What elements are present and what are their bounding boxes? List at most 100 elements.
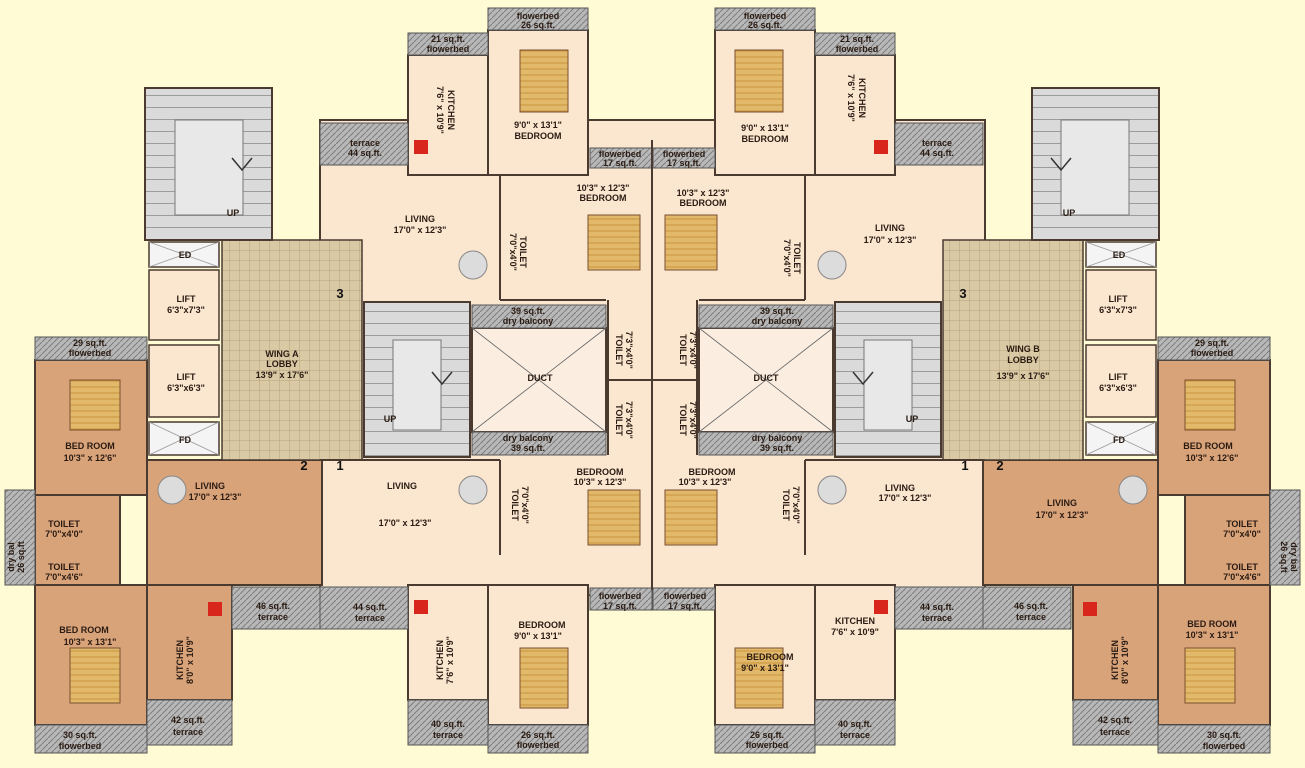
label-living-bl: LIVING — [387, 481, 417, 491]
label-bedroom-dim-tl: 9'0" x 13'1" — [514, 120, 562, 130]
label-bedroom-cl: BEDROOM — [580, 193, 627, 203]
dining-tables — [157, 250, 1148, 505]
label-up-tr: UP — [1063, 208, 1076, 218]
label-lift-dim-l1: 6'3"x7'3" — [167, 305, 205, 315]
label-kitchen-tl: KITCHEN — [446, 90, 456, 130]
label-bedroom-tr: BEDROOM — [742, 134, 789, 144]
label-bedroom-dim-r1: 10'3" x 12'6" — [1186, 453, 1239, 463]
label-ed-r: ED — [1113, 250, 1126, 260]
label-bedroom-dim-bl: 9'0" x 13'1" — [514, 631, 562, 641]
label-living-dim-mr: 17'0" x 12'3" — [1036, 510, 1089, 520]
label-drybal-r: dry bal — [1289, 542, 1299, 572]
label-bedroom-r1: BED ROOM — [1183, 441, 1233, 451]
label-toilet-dim-br: 7'0"x4'0" — [791, 486, 801, 524]
label-29sqft-r: 29 sq.ft. — [1195, 338, 1229, 348]
label-lift-r1: LIFT — [1109, 294, 1128, 304]
label-living-dim-tl: 17'0" x 12'3" — [394, 225, 447, 235]
label-bedroom-dim-tr: 9'0" x 13'1" — [741, 123, 789, 133]
label-21sqft-l: 21 sq.ft. — [431, 34, 465, 44]
label-26sqft-bl: 26 sq.ft. — [521, 730, 555, 740]
label-kitchen-dim-l: 8'0" x 10'9" — [185, 636, 195, 684]
label-21sqft-r: 21 sq.ft. — [840, 34, 874, 44]
label-bedroom-dim-bcl: 10'3" x 12'3" — [574, 477, 627, 487]
label-flowerbed-26-br: flowerbed — [746, 740, 789, 750]
label-toilet-dim-cl1: 7'3"x4'0" — [624, 331, 634, 369]
label-flowerbed-30-r: flowerbed — [1203, 741, 1246, 751]
label-flowerbed-17-tr: flowerbed — [663, 149, 706, 159]
label-flowerbed-17-tl: flowerbed — [599, 149, 642, 159]
label-kitchen-br: KITCHEN — [835, 616, 875, 626]
label-kitchen-dim-br: 7'6" x 10'9" — [831, 627, 879, 637]
label-toilet-dim-tr: 7'0"x4'0" — [782, 239, 792, 277]
label-fd-r: FD — [1113, 435, 1125, 445]
label-living-br: LIVING — [885, 483, 915, 493]
label-39sqft-tl: 39 sq.ft. — [511, 306, 545, 316]
label-17sqft-tr: 17 sq.ft. — [667, 158, 701, 168]
label-17sqft-bl: 17 sq.ft. — [603, 601, 637, 611]
label-42sqft-l: 42 sq.ft. — [171, 715, 205, 725]
label-terrace-42-r: terrace — [1100, 727, 1130, 737]
label-lift-dim-l2: 6'3"x6'3" — [167, 383, 205, 393]
toilets-left — [34, 494, 121, 586]
lift-right-1 — [1085, 269, 1157, 341]
label-lift-dim-r2: 6'3"x6'3" — [1099, 383, 1137, 393]
label-toilet-dim-tl: 7'0"x4'0" — [508, 233, 518, 271]
label-terrace-42-l: terrace — [173, 727, 203, 737]
interior-walls — [320, 140, 985, 590]
label-toilet-dim-bl: 7'0"x4'0" — [520, 486, 530, 524]
wing-b-lobby-area — [942, 239, 1084, 461]
label-46sqft-l: 46 sq.ft. — [256, 601, 290, 611]
label-drybal-tl: dry balcony — [503, 316, 554, 326]
label-flowerbed-top-r: flowerbed — [744, 11, 787, 21]
label-toilet-dim-cr2: 7'3"x4'0" — [688, 401, 698, 439]
label-toilet-br: TOILET — [781, 489, 791, 521]
label-42sqft-r: 42 sq.ft. — [1098, 715, 1132, 725]
label-bedroom-dim-r2: 10'3" x 13'1" — [1186, 630, 1239, 640]
lift-right-2 — [1085, 344, 1157, 418]
label-bedroom-dim-cr: 10'3" x 12'3" — [677, 188, 730, 198]
label-26sqft-r: 26 sq.ft — [1279, 541, 1289, 573]
label-living-ml: LIVING — [195, 481, 225, 491]
label-26sqft-br: 26 sq.ft. — [750, 730, 784, 740]
label-40sqft-bl: 40 sq.ft. — [431, 719, 465, 729]
label-flowerbed-top-l: flowerbed — [517, 11, 560, 21]
label-toilet-dim-l1: 7'0"x4'0" — [45, 529, 83, 539]
label-toilet-cr2: TOILET — [678, 404, 688, 436]
label-30sqft-r: 30 sq.ft. — [1207, 730, 1241, 740]
label-bedroom-dim-br: 9'0" x 13'1" — [741, 663, 789, 673]
label-drybal-bl: dry balcony — [503, 433, 554, 443]
label-44sqft-tl: 44 sq.ft. — [348, 148, 382, 158]
label-toilet-dim-cr1: 7'3"x4'0" — [688, 331, 698, 369]
label-lift-dim-r1: 6'3"x7'3" — [1099, 305, 1137, 315]
label-living-tl: LIVING — [405, 214, 435, 224]
label-duct-r: DUCT — [754, 373, 779, 383]
label-bedroom-cr: BEDROOM — [680, 198, 727, 208]
label-44sqft-br: 44 sq.ft. — [920, 602, 954, 612]
label-toilet-bl: TOILET — [510, 489, 520, 521]
label-lobby-a: LOBBY — [266, 359, 298, 369]
label-lift-l2: LIFT — [177, 372, 196, 382]
label-flowerbed-17-bl: flowerbed — [599, 591, 642, 601]
label-up-tl: UP — [227, 208, 240, 218]
label-toilet-r1: TOILET — [1226, 519, 1258, 529]
toilets-right — [1184, 494, 1271, 586]
label-46sqft-r: 46 sq.ft. — [1014, 601, 1048, 611]
unit-number-2-left: 2 — [300, 458, 307, 473]
label-lobby-dim-a: 13'9" x 17'6" — [256, 370, 309, 380]
kitchen-top-right — [814, 54, 896, 176]
label-lobby-b: LOBBY — [1007, 355, 1039, 365]
label-up-cr: UP — [906, 414, 919, 424]
label-wing-a: WING A — [265, 349, 299, 359]
label-17sqft-br: 17 sq.ft. — [668, 601, 702, 611]
label-kitchen-dim-tl: 7'6" x 10'9" — [435, 86, 445, 134]
label-29sqft-l: 29 sq.ft. — [73, 338, 107, 348]
hatched-areas — [4, 7, 1301, 754]
label-ed-l: ED — [179, 250, 192, 260]
label-sqft-top-r: 26 sq.ft. — [748, 20, 782, 30]
label-terrace-40-bl: terrace — [433, 730, 463, 740]
label-sqft-top-l: 26 sq.ft. — [521, 20, 555, 30]
label-44sqft-bl: 44 sq.ft. — [353, 602, 387, 612]
label-bedroom-dim-bcr: 10'3" x 12'3" — [679, 477, 732, 487]
label-toilet-dim-cl2: 7'3"x4'0" — [624, 401, 634, 439]
label-bedroom-dim-l1: 10'3" x 12'6" — [64, 453, 117, 463]
